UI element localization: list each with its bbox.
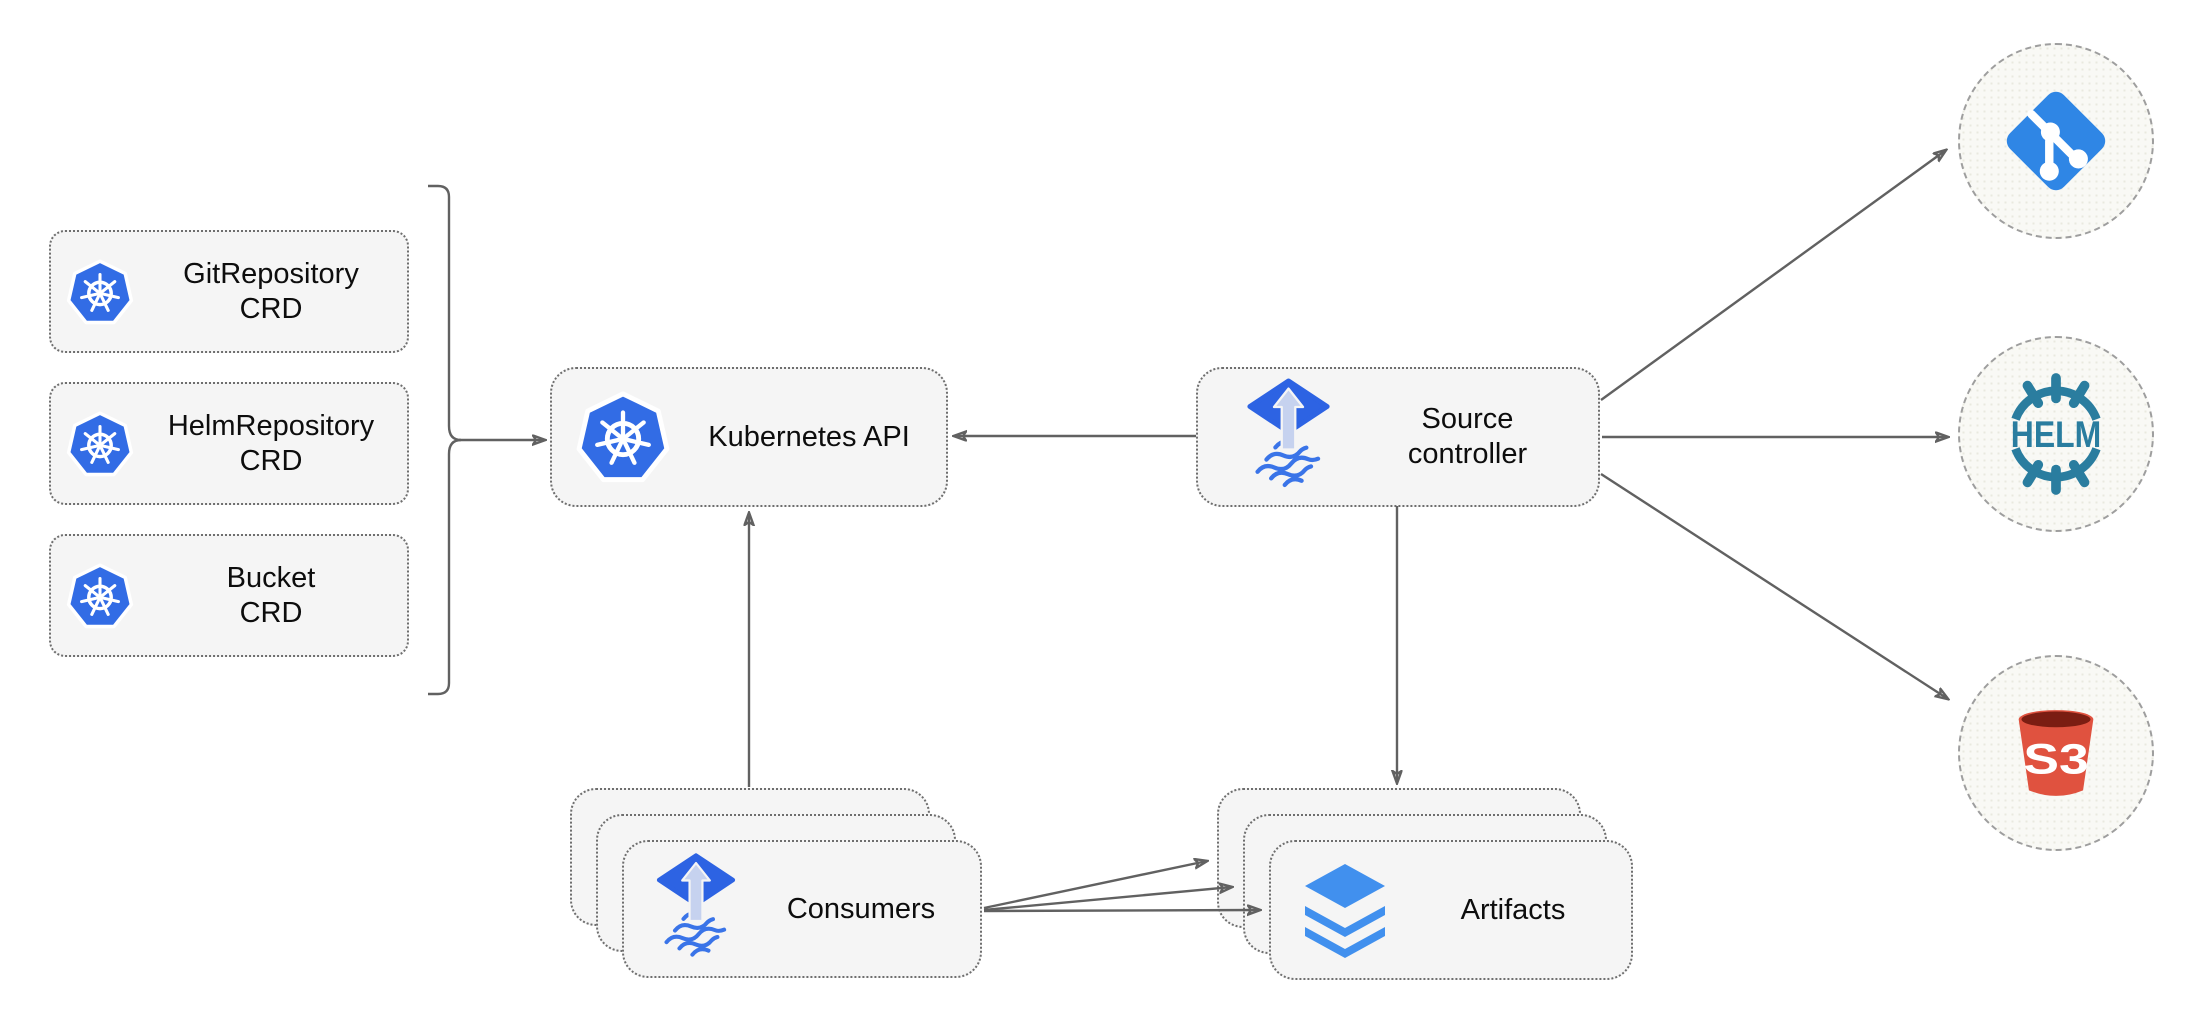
node-label: Kubernetes API xyxy=(672,420,946,455)
label-line2: CRD xyxy=(239,292,303,325)
label-line2: CRD xyxy=(239,596,303,629)
label-line1: Source xyxy=(1421,403,1514,435)
helm-label: HELM xyxy=(2011,414,2101,455)
label-line1: Artifacts xyxy=(1460,893,1566,926)
edge-source-to-git xyxy=(1600,150,1946,401)
edge-consumers-to-artifacts-1 xyxy=(983,861,1207,910)
label-line1: Consumers xyxy=(786,892,936,925)
node-label: Artifacts xyxy=(1395,893,1631,928)
node-bucket-crd: Bucket CRD xyxy=(49,534,409,657)
node-artifacts: Artifacts xyxy=(1269,840,1633,980)
layers-icon xyxy=(1295,862,1395,958)
label-line2: controller xyxy=(1407,438,1528,470)
edge-source-to-s3 xyxy=(1600,472,1948,699)
helm-wheel-icon: HELM xyxy=(1986,364,2126,504)
label-line1: Bucket xyxy=(226,561,316,594)
s3-bucket-icon: S3 xyxy=(2000,695,2112,811)
kubernetes-icon xyxy=(65,409,135,479)
node-kubernetes-api: Kubernetes API xyxy=(550,367,948,507)
node-label: HelmRepository CRD xyxy=(135,409,407,479)
s3-label: S3 xyxy=(2023,736,2088,784)
node-gitrepository-crd: GitRepository CRD xyxy=(49,230,409,353)
node-label: Source controller xyxy=(1337,402,1598,472)
label-line2: CRD xyxy=(239,444,303,477)
kubernetes-icon xyxy=(65,257,135,327)
label-line1: GitRepository xyxy=(183,257,359,290)
endpoint-s3: S3 xyxy=(1958,655,2154,851)
node-helmrepository-crd: HelmRepository CRD xyxy=(49,382,409,505)
node-source-controller: Source controller xyxy=(1196,367,1600,507)
flux-icon xyxy=(1240,378,1337,496)
crd-group-bracket xyxy=(428,184,462,696)
label-line1: HelmRepository xyxy=(167,409,375,442)
node-label: Bucket CRD xyxy=(135,561,407,631)
label-line1: Kubernetes API xyxy=(708,420,910,453)
git-icon xyxy=(2000,85,2112,197)
endpoint-git xyxy=(1958,43,2154,239)
node-consumers: Consumers xyxy=(622,840,982,978)
kubernetes-icon xyxy=(65,561,135,631)
edge-consumers-to-artifacts-2 xyxy=(983,887,1232,912)
node-label: Consumers xyxy=(742,892,980,927)
flux-icon xyxy=(650,852,742,966)
node-label: GitRepository CRD xyxy=(135,257,407,327)
endpoint-helm: HELM xyxy=(1958,336,2154,532)
kubernetes-icon xyxy=(574,388,672,486)
